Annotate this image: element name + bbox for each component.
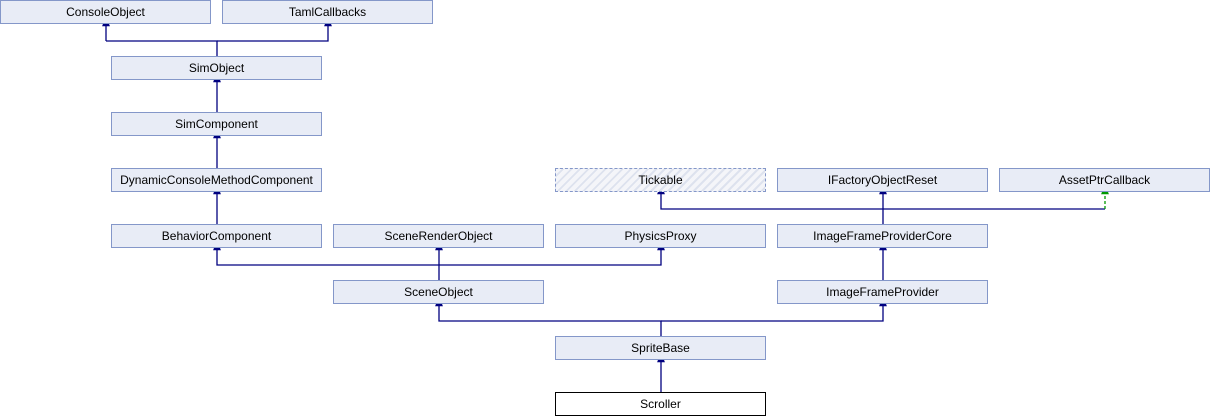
- node-behavior-component[interactable]: BehaviorComponent: [111, 224, 322, 248]
- node-sim-object[interactable]: SimObject: [111, 56, 322, 80]
- node-scene-render-object[interactable]: SceneRenderObject: [333, 224, 544, 248]
- node-tickable[interactable]: Tickable: [555, 168, 766, 192]
- edge-simobject: [106, 40, 218, 56]
- node-taml-callbacks[interactable]: TamlCallbacks: [222, 0, 433, 24]
- node-console-object[interactable]: ConsoleObject: [0, 0, 211, 24]
- node-asset-ptr-callback[interactable]: AssetPtrCallback: [999, 168, 1210, 192]
- node-physics-proxy[interactable]: PhysicsProxy: [555, 224, 766, 248]
- node-sprite-base[interactable]: SpriteBase: [555, 336, 766, 360]
- node-sim-component[interactable]: SimComponent: [111, 112, 322, 136]
- edge-to-tamlcallbacks: [217, 15, 332, 42]
- edge-to-sceneobject: [435, 295, 662, 336]
- node-dynamic-console-method-component[interactable]: DynamicConsoleMethodComponent: [111, 168, 322, 192]
- node-scene-object[interactable]: SceneObject: [333, 280, 544, 304]
- edge-to-physicsproxy: [439, 239, 665, 266]
- node-scroller: Scroller: [555, 392, 766, 416]
- node-image-frame-provider[interactable]: ImageFrameProvider: [777, 280, 988, 304]
- edge-to-behavior: [213, 239, 440, 280]
- edge-to-ifp: [661, 295, 887, 322]
- node-ifactory-object-reset[interactable]: IFactoryObjectReset: [777, 168, 988, 192]
- edge-to-tickable: [657, 183, 884, 224]
- node-image-frame-provider-core[interactable]: ImageFrameProviderCore: [777, 224, 988, 248]
